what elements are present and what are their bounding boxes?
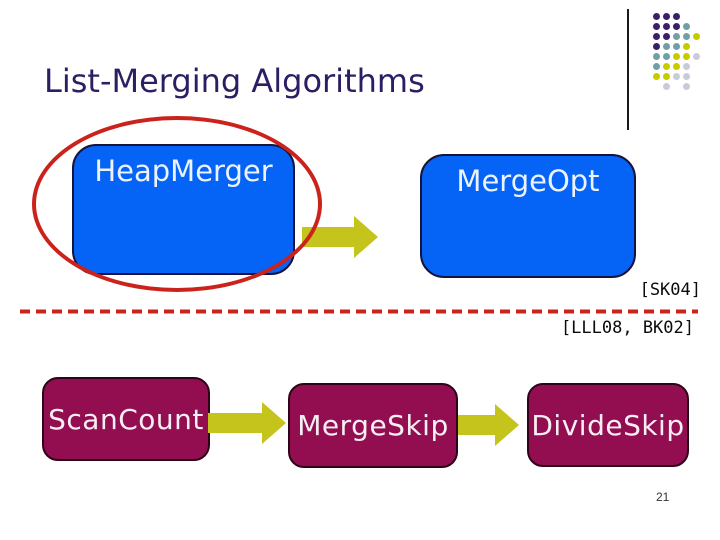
- logo-dot: [673, 63, 680, 70]
- logo-dot: [673, 23, 680, 30]
- logo-dot: [683, 83, 690, 90]
- logo-dot: [653, 13, 660, 20]
- logo-dot: [693, 33, 700, 40]
- logo-dot-empty: [693, 13, 700, 20]
- logo-dot: [683, 53, 690, 60]
- node-merge-opt-label: MergeOpt: [456, 164, 600, 198]
- logo-dot-empty: [683, 13, 690, 20]
- node-divide-skip-label: DivideSkip: [531, 408, 685, 442]
- node-merge-opt: MergeOpt: [420, 154, 636, 278]
- logo-dot: [653, 43, 660, 50]
- logo-dot-empty: [693, 83, 700, 90]
- logo-dot: [673, 43, 680, 50]
- dashed-divider-line: [20, 309, 698, 314]
- logo-dot: [693, 53, 700, 60]
- logo-dot: [673, 73, 680, 80]
- logo-dot-empty: [653, 83, 660, 90]
- logo-dot: [673, 13, 680, 20]
- logo-dot: [683, 63, 690, 70]
- logo-dot: [653, 33, 660, 40]
- logo-dot: [663, 43, 670, 50]
- logo-dot: [683, 23, 690, 30]
- logo-dot: [653, 23, 660, 30]
- node-scan-count: ScanCount: [42, 377, 210, 461]
- logo-dot: [683, 73, 690, 80]
- node-merge-skip-label: MergeSkip: [297, 409, 449, 442]
- dots-logo-icon: [653, 13, 700, 90]
- node-divide-skip: DivideSkip: [527, 383, 689, 467]
- flow-arrow-icon: [458, 404, 519, 446]
- logo-dot: [663, 23, 670, 30]
- logo-dot: [663, 83, 670, 90]
- node-scan-count-label: ScanCount: [48, 402, 204, 436]
- logo-dot: [663, 33, 670, 40]
- logo-dot-empty: [673, 83, 680, 90]
- logo-dot-empty: [693, 43, 700, 50]
- logo-dot: [683, 33, 690, 40]
- citation-lll08-bk02: [LLL08, BK02]: [560, 318, 694, 338]
- logo-dot: [663, 13, 670, 20]
- logo-dot-empty: [693, 73, 700, 80]
- logo-dot: [663, 53, 670, 60]
- logo-dot: [663, 63, 670, 70]
- logo-dot: [683, 43, 690, 50]
- page-number: 21: [656, 490, 670, 504]
- logo-dot: [673, 33, 680, 40]
- node-merge-skip: MergeSkip: [288, 383, 458, 468]
- logo-dot: [663, 73, 670, 80]
- logo-dot: [653, 53, 660, 60]
- highlight-ellipse-annotation: [32, 116, 322, 292]
- slide-title: List-Merging Algorithms: [44, 62, 425, 100]
- citation-sk04: [SK04]: [639, 280, 701, 300]
- logo-divider-line: [627, 9, 629, 130]
- logo-dot: [653, 73, 660, 80]
- logo-dot: [673, 53, 680, 60]
- logo-dot-empty: [693, 23, 700, 30]
- logo-dot: [653, 63, 660, 70]
- flow-arrow-icon: [208, 402, 286, 444]
- flow-arrow-icon: [302, 216, 378, 258]
- logo-dot-empty: [693, 63, 700, 70]
